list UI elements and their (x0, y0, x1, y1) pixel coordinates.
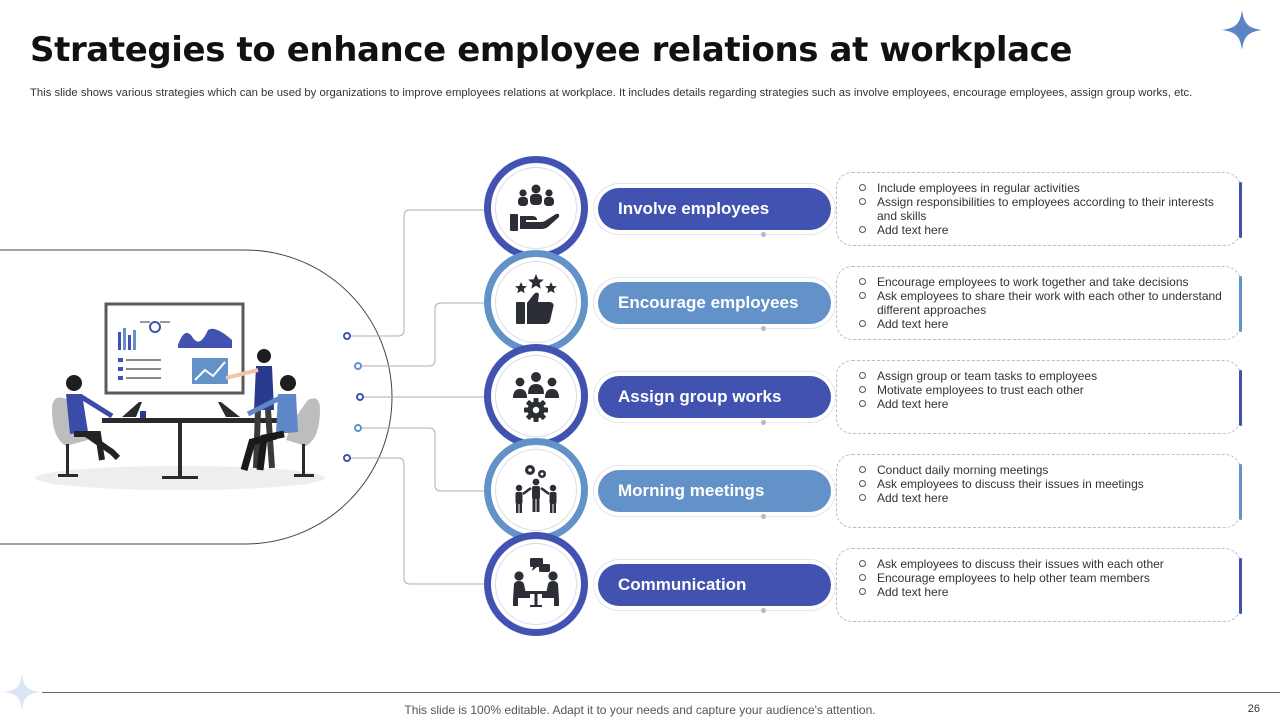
box-accent-edge (1239, 276, 1242, 332)
strategy-pill-morning-meetings: Morning meetings (598, 470, 831, 512)
hand-people-icon (510, 184, 560, 231)
strategy-details-encourage-employees: Encourage employees to work together and… (836, 266, 1241, 340)
presentation-board-charts (118, 321, 232, 384)
strategy-details-morning-meetings: Conduct daily morning meetings Ask emplo… (836, 454, 1241, 528)
detail-point: Encourage employees to work together and… (859, 275, 1226, 289)
box-accent-edge (1239, 558, 1242, 614)
detail-point: Ask employees to discuss their issues in… (859, 477, 1226, 491)
strategy-pill-encourage-employees: Encourage employees (598, 282, 831, 324)
involve-employees-badge (484, 156, 588, 260)
box-accent-edge (1239, 464, 1242, 520)
meeting-gears-icon (515, 465, 557, 513)
detail-point: Add text here (859, 397, 1226, 411)
pill-dot (761, 608, 766, 613)
slide-subtitle: This slide shows various strategies whic… (30, 87, 1193, 99)
team-gear-icon (513, 372, 559, 422)
slide-title: Strategies to enhance employee relations… (30, 30, 1073, 70)
box-accent-edge (1239, 370, 1242, 426)
detail-point: Conduct daily morning meetings (859, 463, 1226, 477)
encourage-employees-badge (484, 250, 588, 354)
detail-point: Add text here (859, 585, 1226, 599)
conversation-icon (513, 558, 559, 607)
detail-point: Include employees in regular activities (859, 181, 1226, 195)
pill-dot (761, 420, 766, 425)
detail-point: Ask employees to discuss their issues wi… (859, 557, 1226, 571)
box-accent-edge (1239, 182, 1242, 238)
detail-point: Add text here (859, 317, 1226, 331)
strategy-details-assign-group-works: Assign group or team tasks to employees … (836, 360, 1241, 434)
pill-dot (761, 514, 766, 519)
detail-point: Add text here (859, 491, 1226, 505)
detail-point: Encourage employees to help other team m… (859, 571, 1226, 585)
detail-point: Add text here (859, 223, 1226, 237)
pill-dot (761, 326, 766, 331)
strategy-details-communication: Ask employees to discuss their issues wi… (836, 548, 1241, 622)
communication-badge (484, 532, 588, 636)
sparkle-star-icon (4, 674, 40, 710)
strategy-pill-communication: Communication (598, 564, 831, 606)
morning-meetings-badge (484, 438, 588, 542)
detail-point: Assign group or team tasks to employees (859, 369, 1226, 383)
thumbs-up-stars-icon (515, 274, 557, 324)
detail-point: Ask employees to share their work with e… (859, 289, 1226, 317)
sparkle-star-icon (1222, 10, 1262, 50)
page-number: 26 (1247, 703, 1260, 715)
strategy-pill-assign-group-works: Assign group works (598, 376, 831, 418)
detail-point: Assign responsibilities to employees acc… (859, 195, 1226, 223)
strategy-pill-involve-employees: Involve employees (598, 188, 831, 230)
strategy-details-involve-employees: Include employees in regular activities … (836, 172, 1241, 246)
office-meeting-illustration (35, 302, 325, 490)
pill-dot (761, 232, 766, 237)
footer-divider (42, 692, 1280, 693)
detail-point: Motivate employees to trust each other (859, 383, 1226, 397)
footer-note: This slide is 100% editable. Adapt it to… (404, 703, 876, 717)
assign-group-works-badge (484, 344, 588, 448)
